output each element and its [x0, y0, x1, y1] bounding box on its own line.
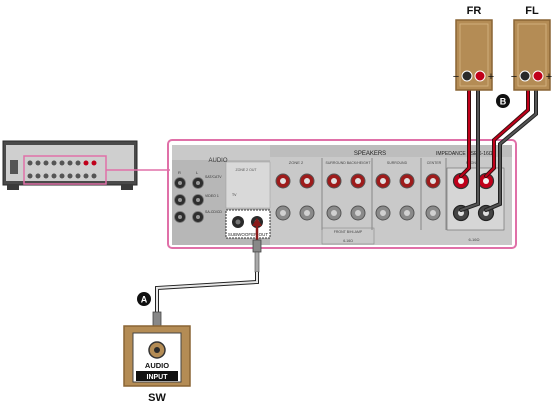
thumb-jack: [43, 173, 49, 179]
fl-minus-sign: −: [511, 71, 517, 83]
sat-catv-label: SAT/CATV: [205, 175, 222, 179]
audio-r-label: R: [178, 170, 181, 175]
front-label: FRONT: [466, 161, 479, 165]
speaker-fr: FR − +: [453, 5, 494, 91]
speaker-fl: FL − +: [511, 5, 552, 91]
zone2-label: ZONE 2: [289, 160, 304, 165]
thumb-jack: [35, 160, 41, 166]
fr-minus-sign: −: [453, 71, 459, 83]
video1-label: VIDEO 1: [205, 194, 219, 198]
thumb-jack: [27, 173, 33, 179]
speaker-fl-label: FL: [525, 5, 539, 17]
thumb-jack: [59, 160, 65, 166]
ohm-side-label: 6-16Ω: [469, 237, 480, 242]
speaker-cable-b: [459, 81, 538, 212]
thumb-jack: [91, 160, 97, 166]
svg-text:A: A: [141, 295, 148, 305]
thumb-jack: [91, 173, 97, 179]
fl-plus-sign: +: [546, 71, 552, 83]
fl-minus-terminal[interactable]: [519, 70, 531, 82]
surround-label: SURROUND: [387, 161, 408, 165]
thumb-jack: [27, 160, 33, 166]
svg-text:B: B: [500, 97, 507, 107]
fr-plus-terminal[interactable]: [474, 70, 486, 82]
thumb-jack: [59, 173, 65, 179]
subwoofer-input-label: INPUT: [147, 374, 169, 381]
ohm-bottom-label: 6-16Ω: [343, 239, 353, 243]
subwoofer: AUDIO INPUT SW: [123, 325, 191, 404]
speakers-header: SPEAKERS: [354, 151, 386, 157]
front-bh-amp-label: FRONT B/HI-AMP: [334, 230, 363, 234]
rear-panel: AUDIO R L SAT/CATV VIDEO 1 SA-CD/CD ZONE…: [167, 139, 517, 249]
thumb-jack: [43, 160, 49, 166]
thumb-jack: [83, 160, 89, 166]
subwoofer-out-label: SUBWOOFER OUT: [228, 232, 269, 237]
fr-minus-terminal[interactable]: [461, 70, 473, 82]
thumb-jack: [67, 160, 73, 166]
thumb-jack: [75, 160, 81, 166]
callout-b: B: [496, 94, 510, 108]
speaker-fr-label: FR: [467, 5, 482, 17]
thumb-jack: [35, 173, 41, 179]
thumb-jack: [83, 173, 89, 179]
impedance-label: IMPEDANCE USE 6-16Ω: [436, 151, 493, 157]
surround-back-height-label: SURROUND BACK/HEIGHT: [326, 161, 372, 165]
audio-l-label: L: [196, 170, 199, 175]
thumb-jack: [51, 173, 57, 179]
callout-a: A: [137, 292, 151, 306]
center-label: CENTER: [427, 161, 442, 165]
thumb-jack: [75, 173, 81, 179]
receiver-overview: [2, 140, 138, 190]
thumb-jack: [51, 160, 57, 166]
fl-plus-terminal[interactable]: [532, 70, 544, 82]
tv-label: TV: [232, 193, 237, 197]
subwoofer-audio-label: AUDIO: [145, 361, 169, 370]
subwoofer-label: SW: [148, 392, 166, 404]
zone2-out-label: ZONE 2 OUT: [235, 168, 257, 172]
audio-header: AUDIO: [208, 158, 227, 164]
panel-highlight-frame: [167, 139, 517, 249]
fr-plus-sign: +: [488, 71, 494, 83]
thumb-jack: [67, 173, 73, 179]
sa-cd-label: SA-CD/CD: [205, 210, 222, 214]
